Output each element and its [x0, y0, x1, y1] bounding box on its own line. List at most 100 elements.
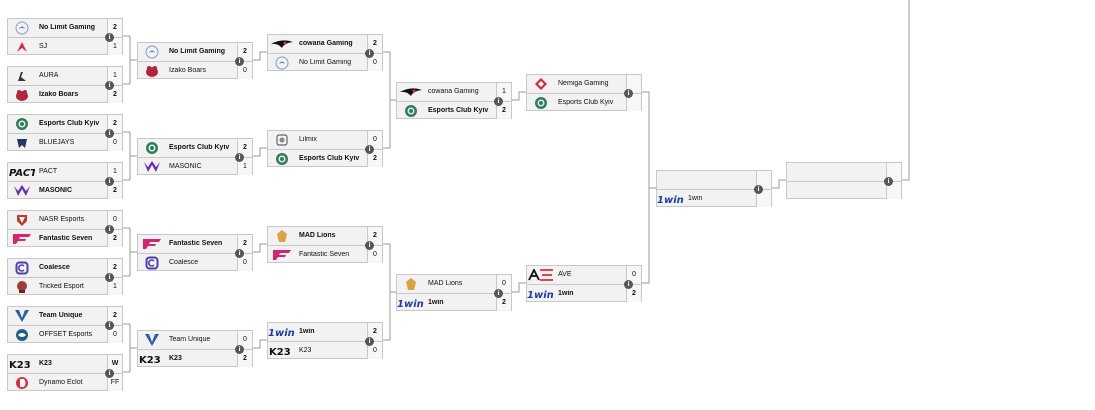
team-score: 2: [367, 35, 382, 52]
match-info-icon[interactable]: i: [624, 89, 633, 98]
team-name: OFFSET Esports: [39, 331, 93, 338]
bluejays-logo-icon: [8, 134, 36, 151]
team-slot-top[interactable]: [657, 171, 771, 188]
match-info-icon[interactable]: i: [494, 97, 503, 106]
match-info-icon[interactable]: i: [105, 177, 114, 186]
match-info-icon[interactable]: i: [105, 369, 114, 378]
team-name: K23: [299, 347, 312, 354]
1win-logo-icon: 1win: [527, 285, 555, 302]
match-info-icon[interactable]: i: [235, 249, 244, 258]
match-info-icon[interactable]: i: [365, 337, 374, 346]
match-info-icon[interactable]: i: [235, 345, 244, 354]
match-info-icon[interactable]: i: [365, 49, 374, 58]
k23-logo-icon: K23: [268, 342, 296, 359]
match-info-icon[interactable]: i: [754, 185, 763, 194]
match-info-icon[interactable]: i: [105, 33, 114, 42]
match-info-icon[interactable]: i: [105, 129, 114, 138]
team-score: 2: [107, 230, 122, 247]
team-name: Fantastic Seven: [39, 235, 93, 242]
match-info-icon[interactable]: i: [105, 225, 114, 234]
match-info-icon[interactable]: i: [235, 153, 244, 162]
match-info-icon[interactable]: i: [884, 177, 893, 186]
team-slot-top[interactable]: Nemiga Gaming: [527, 75, 641, 92]
nlg-logo-icon: [138, 43, 166, 60]
svg-text:K23: K23: [269, 347, 291, 357]
team-slot-top[interactable]: [787, 163, 901, 180]
match-info-icon[interactable]: i: [235, 57, 244, 66]
team-name: Esports Club Kyiv: [428, 107, 489, 114]
team-slot-bottom[interactable]: Fantastic Seven 2: [8, 229, 122, 247]
match-info-icon[interactable]: i: [105, 321, 114, 330]
match-r7-1[interactable]: i: [786, 162, 902, 199]
match-info-icon[interactable]: i: [365, 145, 374, 154]
team-slot-bottom[interactable]: [787, 181, 901, 199]
match-info-icon[interactable]: i: [494, 289, 503, 298]
team-name: 1win: [428, 299, 444, 306]
match-info-icon[interactable]: i: [105, 273, 114, 282]
match-info-icon[interactable]: i: [624, 280, 633, 289]
team-slot-bottom[interactable]: Esports Club Kyiv: [527, 93, 641, 111]
match-info-icon[interactable]: i: [365, 241, 374, 250]
match-info-icon[interactable]: i: [105, 81, 114, 90]
